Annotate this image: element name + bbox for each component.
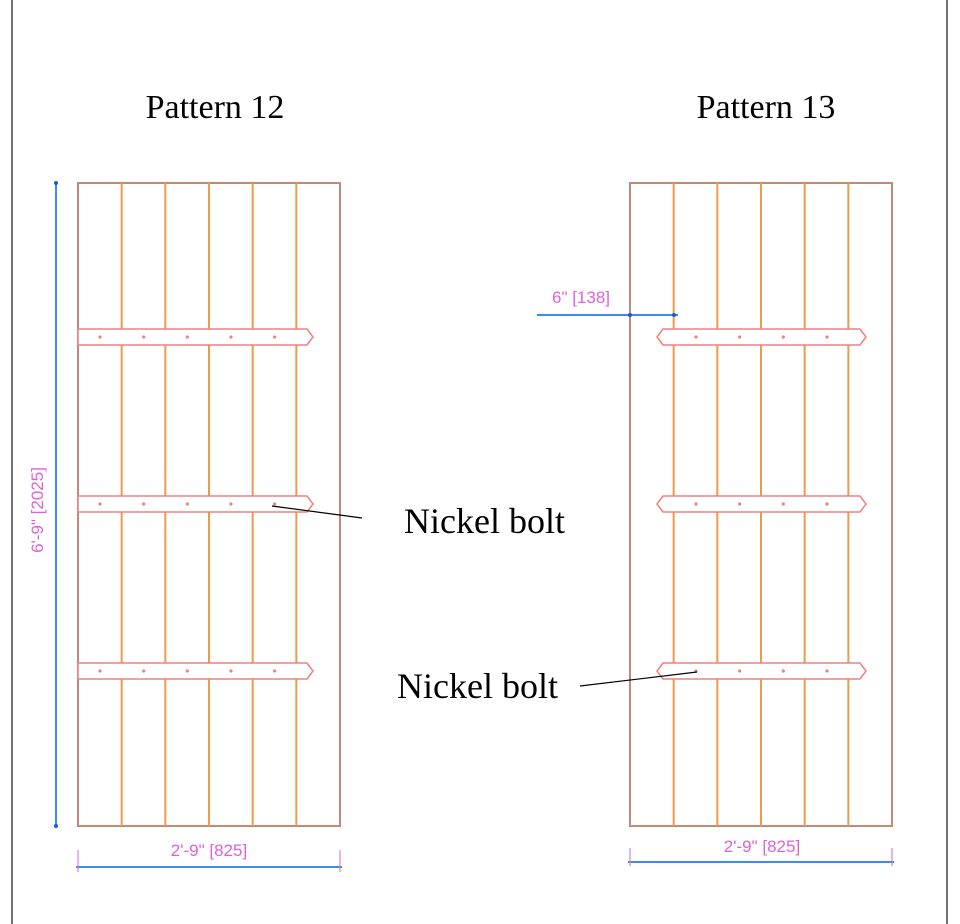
bolt-mark xyxy=(229,335,233,339)
bolt-mark xyxy=(142,669,146,673)
pattern-12-title: Pattern 12 xyxy=(146,89,285,126)
brace-bar xyxy=(77,662,314,680)
bolt-mark xyxy=(229,669,233,673)
callout-nickel-bolt-1: Nickel bolt xyxy=(404,501,565,541)
bolt-mark xyxy=(229,502,233,506)
bolt-mark xyxy=(142,335,146,339)
bolt-mark xyxy=(825,669,829,673)
height-dimension-text: 6'-9" [2025] xyxy=(28,467,47,553)
bolt-mark xyxy=(273,335,277,339)
bolt-mark xyxy=(98,669,102,673)
bolt-mark xyxy=(185,502,189,506)
pattern-12-width-text: 2'-9" [825] xyxy=(171,841,247,860)
bolt-mark xyxy=(694,335,698,339)
bolt-mark xyxy=(825,335,829,339)
bolt-mark xyxy=(781,335,785,339)
bolt-mark xyxy=(738,669,742,673)
pattern-13-title: Pattern 13 xyxy=(697,89,836,126)
bolt-mark xyxy=(142,502,146,506)
brace-bar xyxy=(656,662,867,680)
offset-dimension-text: 6" [138] xyxy=(552,288,610,307)
bolt-mark xyxy=(185,335,189,339)
pattern-12-door xyxy=(77,182,341,827)
bolt-mark xyxy=(98,335,102,339)
callout-nickel-bolt-2: Nickel bolt xyxy=(397,666,558,706)
bolt-mark xyxy=(273,502,277,506)
pattern-13-door xyxy=(629,182,893,827)
brace-bar xyxy=(77,495,314,513)
brace-bar xyxy=(656,495,867,513)
bolt-mark xyxy=(825,502,829,506)
brace-bar xyxy=(77,328,314,346)
height-dimension: 6'-9" [2025] xyxy=(28,181,58,828)
bolt-mark xyxy=(738,502,742,506)
bolt-mark xyxy=(185,669,189,673)
bolt-mark xyxy=(781,669,785,673)
bolt-mark xyxy=(694,502,698,506)
bolt-mark xyxy=(781,502,785,506)
pattern-13-width-dimension: 2'-9" [825] xyxy=(628,837,894,866)
bolt-mark xyxy=(273,669,277,673)
bolt-mark xyxy=(738,335,742,339)
bolt-mark xyxy=(98,502,102,506)
callout-leader-1 xyxy=(271,505,363,519)
pattern-13-width-text: 2'-9" [825] xyxy=(724,837,800,856)
pattern-12-width-dimension: 2'-9" [825] xyxy=(76,841,342,872)
callout-leader-2 xyxy=(579,671,698,687)
brace-bar xyxy=(656,328,867,346)
offset-dimension: 6" [138] xyxy=(537,288,678,317)
